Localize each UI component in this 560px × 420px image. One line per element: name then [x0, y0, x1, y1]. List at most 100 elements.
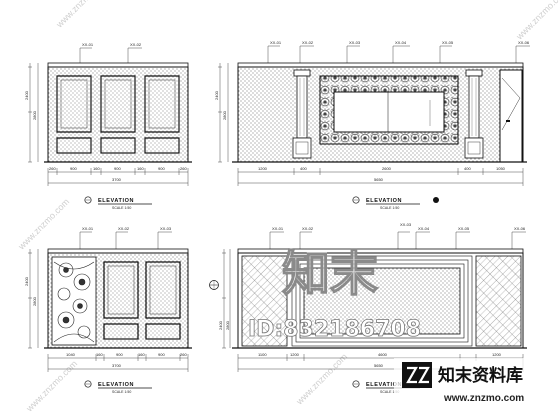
elevation-4-center-frame	[291, 255, 473, 347]
elevation-2-door	[499, 69, 523, 163]
elevation-3-panels	[103, 261, 181, 340]
elevation-3-bottom-dim-1: 1040	[66, 352, 76, 357]
elevation-3-title: ELEVATION	[98, 382, 134, 388]
elevation-4-hatched-panel-left	[241, 255, 288, 347]
watermark-center-cn: 知末	[282, 246, 378, 302]
watermark-corner-url: www.znzmo.com	[443, 393, 524, 404]
elevation-4-callout-4: XX-04	[418, 226, 430, 231]
elevation-1-upper-panel-3	[144, 75, 180, 133]
elevation-4-cornice	[237, 248, 524, 254]
elevation-4-left-dimensions	[222, 249, 231, 349]
watermark-center: 知末	[281, 245, 378, 302]
watermark-corner-cn: 知末资料库	[437, 365, 523, 386]
elevation-1-scale: SCALE 1:50	[112, 206, 131, 210]
elevation-1-upper-panel-1	[56, 75, 92, 133]
elevation-1-total-dim: 3700	[112, 177, 122, 182]
elevation-4-center-panel	[303, 267, 461, 335]
elevation-1-lower-panel-1	[56, 137, 92, 154]
diagonal-watermark-2: www.znzmo.com	[514, 0, 560, 42]
elevation-2-mirror-panel	[333, 91, 445, 133]
elevation-1-callout-2: XX-02	[130, 42, 142, 47]
elevation-1: XX-01 XX-02 2400 2	[24, 42, 192, 210]
diagonal-watermark-5: www.znzmo.com	[294, 352, 350, 408]
elevation-2-title: ELEVATION	[366, 198, 402, 204]
elevation-2-bottom-dim-5: 1050	[496, 166, 506, 171]
elevation-4-hatched-panel-right	[475, 255, 522, 347]
elevation-4-callout-2: XX-02	[302, 226, 314, 231]
elevation-3-left-dim-2: 2800	[32, 296, 37, 306]
elevation-3-upper-panel-2	[145, 261, 181, 319]
elevation-3-lower-panel-2	[145, 323, 181, 340]
elevation-3-left-dimensions	[28, 249, 39, 349]
elevation-4-bottom-dim-3: 4600	[378, 352, 388, 357]
elevation-1-lower-panel-3	[144, 137, 180, 154]
elevation-4-callout-6: XX-06	[514, 226, 526, 231]
elevation-4-total-dim: 5650	[374, 363, 384, 368]
elevation-1-bottom-dim-6: 900	[158, 166, 165, 171]
elevation-4-bottom-dim-2: 1200	[290, 352, 300, 357]
elevation-2-total-dim: 5650	[374, 177, 384, 182]
elevation-1-bottom-dim-7: 260	[180, 166, 187, 171]
elevation-1-callout-1: XX-01	[82, 42, 94, 47]
elevation-1-marker-icon	[84, 196, 92, 204]
elevation-3-bottom-dim-4: 160	[138, 352, 145, 357]
elevation-3-scale: SCALE 1:50	[112, 390, 131, 394]
elevation-1-left-dim-1: 2400	[24, 90, 29, 100]
elevation-2-left-dim-2: 2800	[222, 110, 227, 120]
elevation-2-scale: SCALE 1:50	[380, 206, 399, 210]
elevation-3-callout-3: XX-03	[160, 226, 172, 231]
elevation-1-wall	[47, 66, 189, 163]
elevation-1-title: ELEVATION	[98, 198, 134, 204]
elevation-3-total-dim: 3700	[112, 363, 122, 368]
elevation-1-left-dim-2: 2800	[32, 110, 37, 120]
elevation-1-left-dimensions	[28, 63, 39, 163]
elevation-1-cornice	[47, 62, 189, 68]
elevation-1-upper-panel-2	[100, 75, 136, 133]
elevation-3-bottom-dim-5: 900	[158, 352, 165, 357]
elevation-3-screen-ornament	[53, 261, 95, 343]
elevation-3-carved-screen	[51, 256, 97, 346]
elevation-1-bottom-dim-3: 160	[93, 166, 100, 171]
elevation-2-left-dimensions	[218, 63, 229, 163]
elevation-2-column-left	[292, 69, 312, 159]
elevation-3-left-dim-1: 2400	[24, 276, 29, 286]
elevation-3-callout-2: XX-02	[118, 226, 130, 231]
elevation-3-bottom-dim-6: 260	[180, 352, 187, 357]
elevation-3-cornice	[47, 248, 189, 254]
elevation-2-left-dim-1: 2400	[214, 90, 219, 100]
elevation-2-callout-3: XX-03	[349, 40, 361, 45]
elevation-4-marker-icon	[352, 380, 360, 388]
elevation-1-bottom-dim-1: 260	[49, 166, 56, 171]
elevation-2-bottom-dim-4: 400	[464, 166, 471, 171]
diagonal-watermark-1: www.znzmo.com	[54, 0, 110, 30]
watermark-id: ID:832186708	[248, 317, 421, 342]
elevation-4-left-dim-1: 2400	[218, 320, 223, 330]
elevation-2-bottom-dimensions	[237, 168, 524, 186]
elevation-1-bottom-dimensions	[47, 168, 189, 186]
elevation-2-callout-4: XX-04	[395, 40, 407, 45]
elevation-1-bottom-dim-2: 900	[70, 166, 77, 171]
elevation-4-section-marker-icon	[209, 280, 219, 290]
elevation-4-callout-5: XX-05	[458, 226, 470, 231]
elevation-3-marker-icon	[84, 380, 92, 388]
elevation-3-bottom-dim-3: 900	[116, 352, 123, 357]
elevation-2-callout-5: XX-05	[442, 40, 454, 45]
elevation-2: XX-01 XX-02 XX-03 XX-04 XX-05 XX-06	[214, 40, 530, 210]
elevation-3: XX-01 XX-02 XX-03 2400	[24, 226, 192, 394]
elevation-3-lower-panel-1	[103, 323, 139, 340]
elevation-2-callout-6: XX-06	[518, 40, 530, 45]
elevation-2-north-icon	[433, 197, 439, 203]
elevation-4-callout-3: XX-03	[400, 222, 412, 227]
elevation-4-bottom-dim-1: 1100	[258, 352, 267, 357]
diagonal-watermark-3: www.znzmo.com	[16, 197, 72, 253]
elevation-2-door-handle	[506, 120, 510, 122]
elevation-1-bottom-dim-4: 900	[114, 166, 121, 171]
elevation-2-bottom-dim-3: 2600	[382, 166, 392, 171]
elevation-3-callout-1: XX-01	[82, 226, 94, 231]
elevation-2-callout-2: XX-02	[302, 40, 314, 45]
elevation-1-callouts: XX-01 XX-02	[79, 42, 142, 66]
elevation-2-bottom-dim-1: 1200	[258, 166, 268, 171]
elevation-3-bottom-dim-2: 160	[96, 352, 103, 357]
elevation-4-scale: SCALE 1:50	[380, 390, 399, 394]
